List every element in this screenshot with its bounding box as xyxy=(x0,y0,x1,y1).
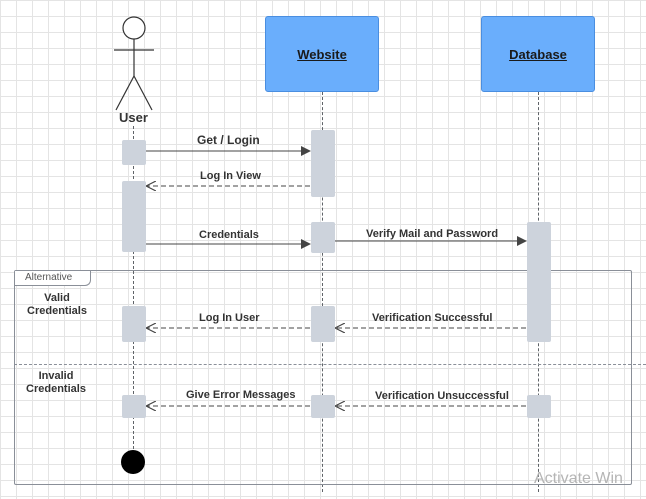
user-activation-3[interactable] xyxy=(122,306,146,342)
user-activation-4[interactable] xyxy=(122,395,146,418)
user-actor-label: User xyxy=(119,110,148,125)
alt-fragment-tag: Alternative xyxy=(15,271,91,286)
user-activation-1[interactable] xyxy=(122,140,146,165)
database-participant[interactable]: Database xyxy=(481,16,595,92)
user-lifeline xyxy=(133,126,134,474)
label-verification-unsuccessful: Verification Unsuccessful xyxy=(375,390,509,402)
label-log-in-user: Log In User xyxy=(199,312,260,324)
website-activation-1[interactable] xyxy=(311,130,335,197)
website-participant[interactable]: Website xyxy=(265,16,379,92)
database-participant-label: Database xyxy=(509,46,567,62)
final-state-icon[interactable] xyxy=(121,450,145,474)
database-activation-1[interactable] xyxy=(527,222,551,342)
label-verification-successful: Verification Successful xyxy=(372,312,493,324)
website-activation-2[interactable] xyxy=(311,222,335,253)
alt-divider xyxy=(14,364,646,365)
website-participant-label: Website xyxy=(297,46,347,62)
user-actor-icon[interactable] xyxy=(108,14,160,112)
label-log-in-view: Log In View xyxy=(200,170,261,182)
user-activation-2[interactable] xyxy=(122,181,146,252)
website-activation-4[interactable] xyxy=(311,395,335,418)
label-get-login: Get / Login xyxy=(197,133,260,147)
database-activation-2[interactable] xyxy=(527,395,551,418)
guard-valid: Valid Credentials xyxy=(27,292,87,317)
label-give-error: Give Error Messages xyxy=(186,389,296,401)
label-verify: Verify Mail and Password xyxy=(366,228,499,240)
guard-invalid: Invalid Credentials xyxy=(26,370,86,395)
alt-fragment[interactable]: Alternative xyxy=(14,270,632,485)
website-lifeline xyxy=(322,92,323,492)
website-activation-3[interactable] xyxy=(311,306,335,342)
label-credentials: Credentials xyxy=(199,229,259,241)
activate-windows-watermark: Activate Win xyxy=(534,470,623,487)
